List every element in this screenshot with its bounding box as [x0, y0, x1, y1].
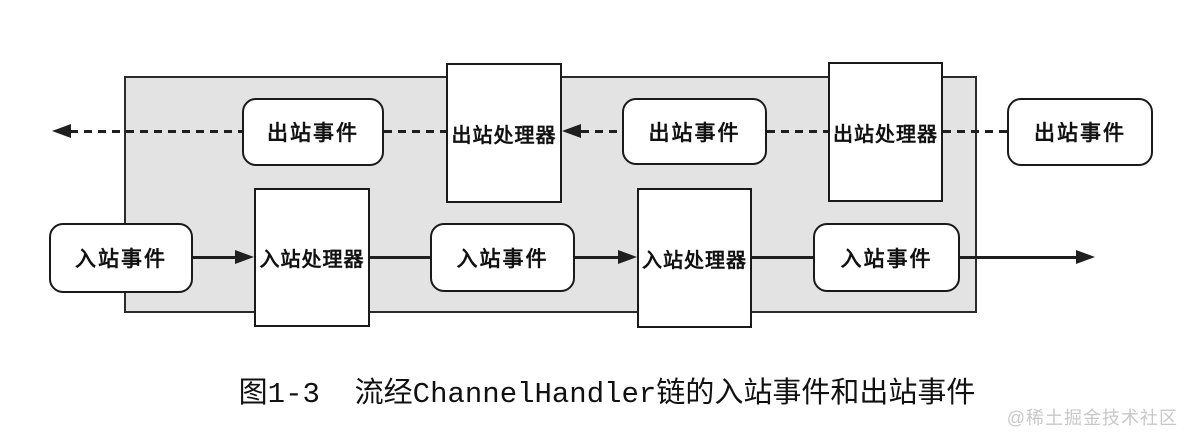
inbound-line-segment	[575, 256, 618, 259]
watermark-text: @稀土掘金技术社区	[1006, 408, 1178, 428]
inbound-event-box: 入站事件	[430, 223, 575, 292]
inbound-arrowhead-right-icon	[1076, 250, 1095, 264]
outbound-arrowhead-left-icon	[562, 124, 581, 138]
inbound-line-segment	[193, 256, 235, 259]
outbound-handler-box: 出站处理器	[446, 63, 562, 203]
inbound-event-box: 入站事件	[49, 223, 193, 293]
inbound-handler-box: 入站处理器	[254, 188, 370, 327]
outbound-event-box: 出站事件	[1007, 98, 1153, 166]
inbound-event-box: 入站事件	[813, 223, 960, 292]
outbound-handler-box: 出站处理器	[828, 62, 943, 202]
outbound-dashed-line-segment	[767, 130, 828, 133]
outbound-dashed-line-segment	[581, 130, 622, 133]
inbound-line-segment	[370, 256, 430, 259]
outbound-event-box: 出站事件	[242, 98, 384, 166]
figure-caption: 图1-3 流经ChannelHandler链的入站事件和出站事件	[238, 378, 976, 411]
inbound-arrowhead-right-icon	[618, 250, 637, 264]
outbound-dashed-line-segment	[70, 130, 242, 133]
inbound-line-segment	[752, 256, 813, 259]
inbound-handler-box: 入站处理器	[637, 188, 752, 328]
outbound-dashed-line-segment	[384, 130, 446, 133]
outbound-arrowhead-left-icon	[52, 124, 71, 138]
inbound-arrowhead-right-icon	[235, 250, 254, 264]
inbound-line-segment	[960, 256, 1076, 259]
outbound-event-box: 出站事件	[622, 98, 767, 165]
outbound-dashed-line-segment	[943, 130, 1007, 133]
